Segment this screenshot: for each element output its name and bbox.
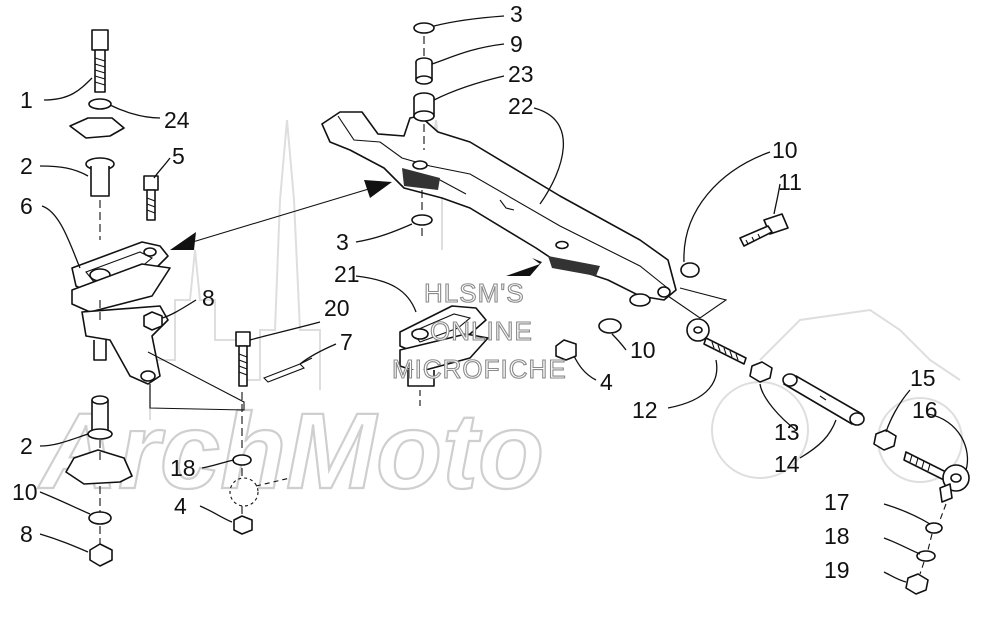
bushing-2-bottom [87, 395, 113, 440]
ball-joint-ghost [229, 477, 291, 507]
callout-9: 9 [510, 31, 523, 57]
tie-rod-14 [782, 373, 865, 426]
callout-6: 6 [20, 193, 33, 219]
callout-3-top: 3 [510, 1, 523, 27]
top-stack-parts [411, 22, 435, 240]
bolt-1 [91, 29, 109, 93]
washer-3-top [413, 22, 435, 34]
spacer-9 [415, 57, 433, 85]
callout-1: 1 [20, 87, 33, 113]
crossmember-22 [321, 111, 677, 307]
callout-14: 14 [774, 451, 800, 477]
washer-17 [925, 522, 943, 534]
watermark-line-3: MICROFICHE [392, 354, 567, 384]
connection-arrow-small [506, 258, 542, 276]
callout-10-right: 10 [772, 137, 798, 163]
gasket-plate-top [69, 117, 125, 139]
callout-21: 21 [334, 261, 360, 287]
washer-18-right [916, 550, 936, 562]
callout-3-bottom: 3 [336, 229, 349, 255]
spacer-23 [413, 92, 435, 122]
nut-8-bottom [89, 543, 113, 567]
washer-3-bottom [411, 214, 433, 226]
washer-10-right [680, 262, 700, 278]
watermark-line-2: ONLINE [430, 316, 533, 346]
callout-8-bottom: 8 [20, 521, 33, 547]
tie-rod-end-16 [903, 451, 970, 503]
washer-10-left [88, 511, 112, 525]
callout-10-center: 10 [630, 337, 656, 363]
callout-24: 24 [164, 107, 190, 133]
callout-19: 19 [824, 557, 850, 583]
connection-arrow [170, 180, 392, 250]
callout-18-right: 18 [824, 523, 850, 549]
watermark-line-1: HLSM'S [424, 278, 525, 308]
left-spindle-assembly [65, 29, 313, 567]
nut-4-center [555, 339, 577, 361]
callout-4-left: 4 [174, 493, 187, 519]
washer-10-center [598, 318, 622, 334]
callout-7: 7 [340, 329, 353, 355]
watermark-text: HLSM'S ONLINE MICROFICHE [391, 277, 567, 384]
callout-15: 15 [910, 365, 936, 391]
callout-11: 11 [778, 169, 802, 195]
bolt-20 [235, 331, 251, 387]
callout-16: 16 [912, 397, 938, 423]
center-arm-21 [399, 305, 489, 410]
cotter-pin-7 [263, 357, 313, 383]
callout-12: 12 [632, 397, 658, 423]
callout-2-bottom: 2 [20, 433, 33, 459]
nut-8-top [143, 311, 163, 331]
callout-8-top: 8 [202, 285, 215, 311]
callout-2-top: 2 [20, 153, 33, 179]
nut-4-left [233, 515, 253, 535]
callout-13: 13 [774, 419, 800, 445]
callout-18-left: 18 [170, 455, 196, 481]
jam-nut-15 [873, 429, 897, 451]
tie-rod-assembly [667, 287, 970, 595]
nut-19 [905, 573, 929, 595]
watermark-logo: ArchMoto [37, 390, 544, 511]
callout-17: 17 [824, 489, 850, 515]
jam-nut-13 [749, 361, 773, 383]
washer-18-left [232, 454, 252, 466]
callout-4-center: 4 [600, 369, 613, 395]
callouts: 1 24 2 5 6 8 20 7 2 18 10 4 8 3 9 23 22 … [12, 1, 938, 583]
callout-23: 23 [508, 61, 534, 87]
tie-rod-end-12 [686, 318, 747, 365]
callout-5: 5 [172, 143, 185, 169]
gasket-plate-bottom [65, 449, 133, 485]
callout-20: 20 [324, 295, 350, 321]
washer-24 [88, 98, 112, 110]
callout-22: 22 [508, 93, 534, 119]
bushing-2-top [85, 157, 115, 197]
callout-10-left: 10 [12, 479, 38, 505]
bolt-11 [739, 213, 789, 247]
leader-lines [39, 15, 969, 583]
bolt-5 [143, 175, 159, 221]
